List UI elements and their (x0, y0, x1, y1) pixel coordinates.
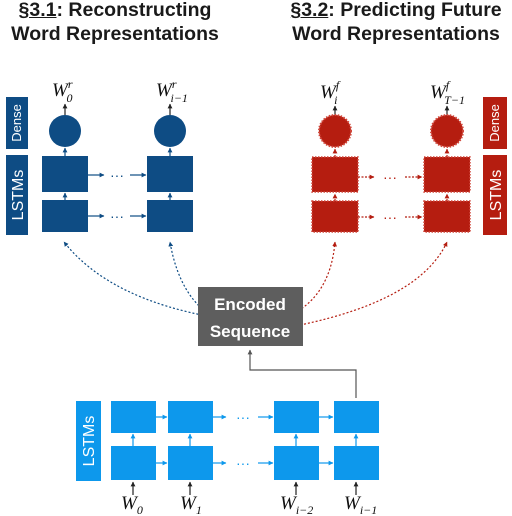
predict-dense-node-0 (318, 114, 352, 148)
reconstruct-lstm-cell (147, 156, 193, 192)
reconstruct-ellipsis: ··· (110, 167, 124, 183)
encoder-lstm-cell (111, 446, 156, 480)
reconstruct-lstm-cell (42, 200, 88, 232)
encoder-input-0-label: W0 (121, 493, 143, 516)
encoded-sequence-line1: Encoded (214, 295, 286, 314)
predict-dense-node-1 (430, 114, 464, 148)
predict-dense-label: Dense (487, 104, 502, 142)
predict-heading-line1: : Predicting Future (328, 0, 502, 21)
predict-ellipsis: ··· (383, 209, 397, 225)
predict-dense-sidebar (483, 97, 507, 149)
predict-lstm-cell (311, 156, 359, 193)
encoder-lstm-cell (274, 446, 319, 480)
encoder-lstm-cell (168, 446, 213, 480)
encoder-lstm-cell (274, 401, 319, 433)
predict-lstm-cell (311, 200, 359, 233)
reconstruct-lstm-label: LSTMs (10, 170, 27, 221)
reconstruct-lstm-cell (147, 200, 193, 232)
encoder-input-1-label: W1 (180, 493, 202, 516)
encoder: LSTMs ··· ··· W0 W1 Wi−2 Wi−1 (76, 401, 379, 516)
predict-lstm-label: LSTMs (488, 170, 505, 221)
reconstruct-ellipsis: ··· (110, 208, 124, 224)
encoder-lstm-cell (111, 401, 156, 433)
encoder-lstm-sidebar (76, 401, 101, 481)
reconstruct-heading-line1: : Reconstructing (56, 0, 212, 21)
reconstruct-lstm-sidebar (6, 155, 28, 235)
encoder-ellipsis: ··· (236, 455, 250, 471)
encoder-input-2-label: Wi−2 (280, 493, 313, 516)
encoder-lstm-label: LSTMs (81, 416, 98, 467)
encoder-lstm-cell (334, 446, 379, 480)
reconstruct-dense-label: Dense (9, 104, 24, 142)
predict-heading-line2: Word Representations (292, 23, 500, 45)
encoded-sequence-line2: Sequence (210, 322, 290, 341)
encoded-sequence-box (198, 287, 303, 346)
section-3-2-link[interactable]: §3.2 (290, 0, 329, 21)
section-3-1-link[interactable]: §3.1 (18, 0, 57, 21)
predict-lstm-sidebar (483, 155, 507, 235)
reconstruct-heading: §3.1: Reconstructing Word Representation… (2, 0, 228, 46)
reconstruct-lstm-cell (42, 156, 88, 192)
predict-ellipsis: ··· (383, 169, 397, 185)
encoder-lstm-cell (168, 401, 213, 433)
reconstruct-dense-node-1 (154, 115, 186, 147)
reconstruct-dense-sidebar (6, 97, 28, 149)
predict-lstm-cell (423, 200, 471, 233)
encoder-ellipsis: ··· (236, 409, 250, 425)
encoder-output-connector (247, 349, 357, 398)
encoder-lstm-cell (334, 401, 379, 433)
predict-heading: §3.2: Predicting Future Word Representat… (280, 0, 512, 46)
reconstruct-dense-node-0 (49, 115, 81, 147)
reconstruct-heading-line2: Word Representations (11, 23, 219, 45)
encoder-input-3-label: Wi−1 (344, 493, 377, 516)
predict-lstm-cell (423, 156, 471, 193)
